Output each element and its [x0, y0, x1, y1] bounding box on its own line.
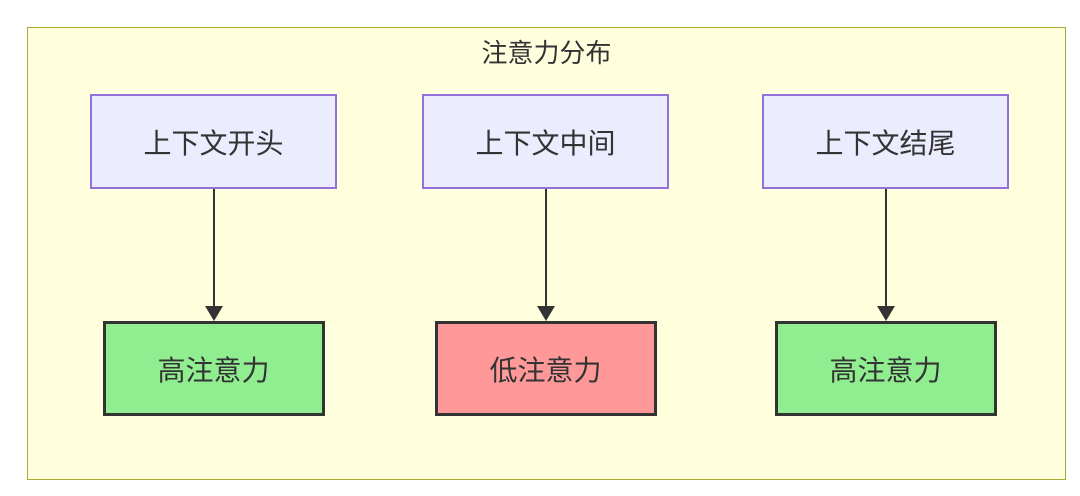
- arrow-context-start: [204, 189, 224, 321]
- node-context-end-label: 上下文结尾: [815, 127, 956, 159]
- attention-distribution-cluster: 注意力分布 上下文开头 高注意力 上下文中间 低注意力: [27, 27, 1066, 480]
- column-context-start: 上下文开头 高注意力: [90, 94, 337, 416]
- node-low-attention: 低注意力: [434, 321, 657, 416]
- arrowhead-icon: [876, 306, 895, 321]
- node-high-attention-1: 高注意力: [102, 321, 325, 416]
- diagram-title: 注意力分布: [481, 38, 612, 68]
- node-context-middle-label: 上下文中间: [475, 127, 616, 159]
- arrow-context-end: [876, 189, 896, 321]
- node-context-start-label: 上下文开头: [143, 127, 284, 159]
- arrow-shaft: [544, 189, 547, 310]
- column-context-middle: 上下文中间 低注意力: [422, 94, 669, 416]
- arrow-shaft: [884, 189, 887, 310]
- node-high-attention-2-label: 高注意力: [829, 354, 942, 386]
- node-context-start: 上下文开头: [90, 94, 337, 189]
- node-low-attention-label: 低注意力: [489, 354, 602, 386]
- node-high-attention-1-label: 高注意力: [157, 354, 270, 386]
- arrowhead-icon: [204, 306, 223, 321]
- node-context-end: 上下文结尾: [762, 94, 1009, 189]
- column-context-end: 上下文结尾 高注意力: [762, 94, 1009, 416]
- arrow-shaft: [212, 189, 215, 310]
- node-high-attention-2: 高注意力: [774, 321, 997, 416]
- arrow-context-middle: [536, 189, 556, 321]
- node-context-middle: 上下文中间: [422, 94, 669, 189]
- arrowhead-icon: [536, 306, 555, 321]
